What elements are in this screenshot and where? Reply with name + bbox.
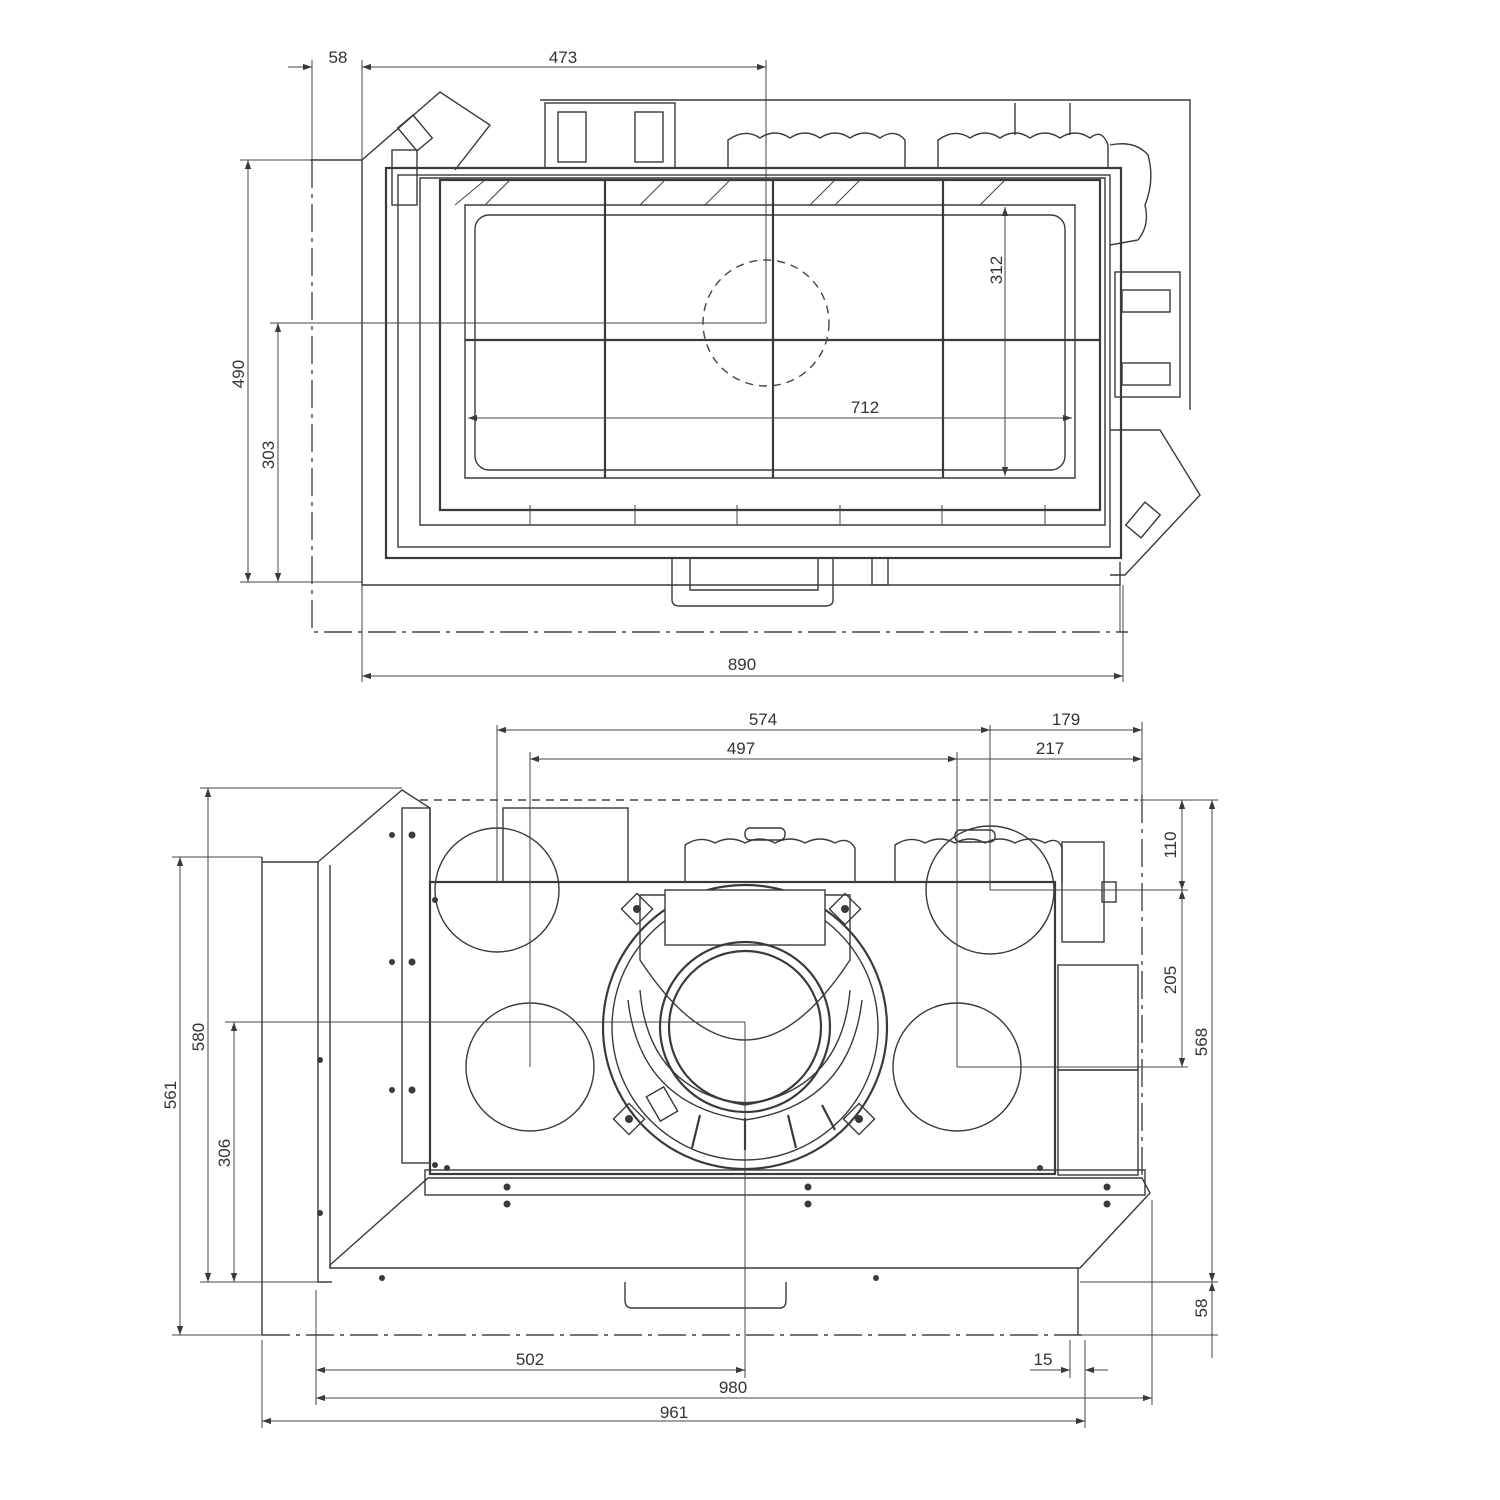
dim-561: 561 bbox=[161, 1081, 180, 1109]
dim-205: 205 bbox=[1161, 966, 1180, 994]
dim-961: 961 bbox=[660, 1403, 688, 1422]
dim-712: 712 bbox=[851, 398, 879, 417]
dim-306: 306 bbox=[215, 1139, 234, 1167]
dim-890: 890 bbox=[728, 655, 756, 674]
dim-574: 574 bbox=[749, 710, 777, 729]
dim-490: 490 bbox=[229, 360, 248, 388]
dim-15: 15 bbox=[1034, 1350, 1053, 1369]
dim-473: 473 bbox=[549, 48, 577, 67]
dim-217: 217 bbox=[1036, 739, 1064, 758]
dim-497: 497 bbox=[727, 739, 755, 758]
dim-303: 303 bbox=[259, 441, 278, 469]
dim-580: 580 bbox=[189, 1023, 208, 1051]
dim-58-side: 58 bbox=[1192, 1299, 1211, 1318]
dim-179: 179 bbox=[1052, 710, 1080, 729]
dim-312: 312 bbox=[987, 256, 1006, 284]
dim-58-top: 58 bbox=[329, 48, 348, 67]
dim-502: 502 bbox=[516, 1350, 544, 1369]
dim-110: 110 bbox=[1161, 831, 1180, 858]
top-view: 58 473 490 303 312 712 890 bbox=[229, 48, 1201, 682]
dim-980: 980 bbox=[719, 1378, 747, 1397]
front-view: 574 179 497 217 110 205 568 58 580 561 3… bbox=[161, 710, 1218, 1428]
dim-568: 568 bbox=[1192, 1028, 1211, 1056]
